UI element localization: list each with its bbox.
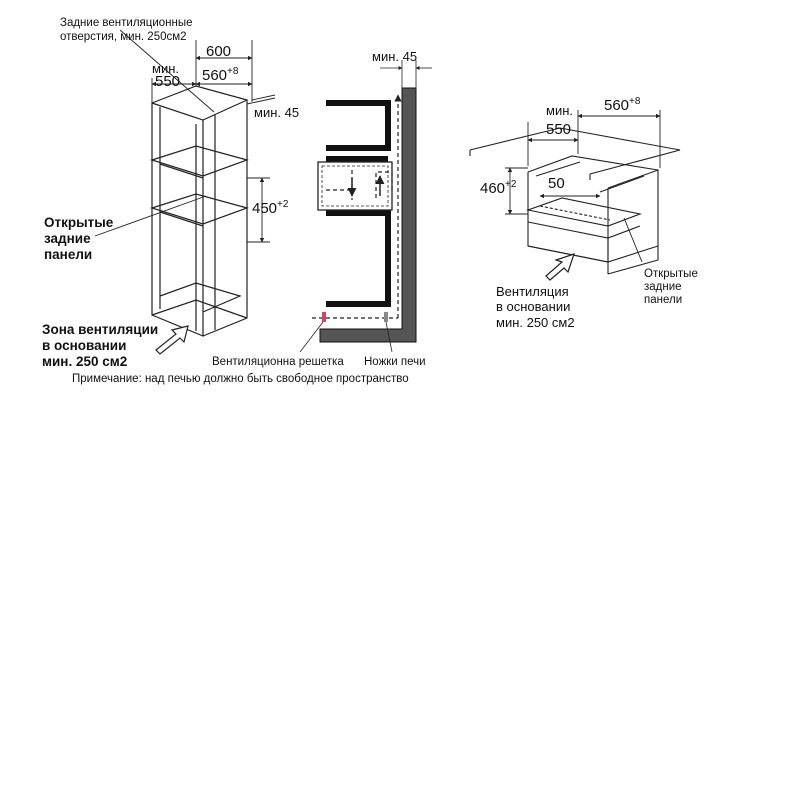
open-panels-label-right: Открытые задние панели (644, 268, 698, 307)
min45-middle: мин. 45 (372, 49, 418, 64)
dim-min-left: мин. (152, 61, 179, 76)
dim-550-left: 550 (155, 73, 181, 90)
base-vent-label-right: Вентиляция в основании мин. 250 см2 (496, 284, 575, 330)
dim-50: 50 (548, 175, 565, 192)
dim-min45-left: мин. 45 (254, 105, 300, 120)
rear-vents-label: Задние вентиляционные отверстия, мин. 25… (60, 17, 193, 43)
base-zone-label: Зона вентиляции в основании мин. 250 см2 (42, 322, 159, 369)
dim-450: 450+2 (252, 199, 289, 218)
dim-560-right: 560+8 (604, 96, 641, 115)
section-view (299, 60, 432, 353)
feet-label: Ножки печи (364, 356, 426, 368)
left-dimensions (94, 29, 276, 243)
dim-560-left: 560+8 (202, 66, 239, 85)
dim-min-right: мин. (546, 103, 573, 118)
base-vent-arrow-right (545, 253, 575, 281)
open-panels-label-left: Открытые задние панели (44, 215, 114, 262)
dim-550-right: 550 (546, 121, 572, 138)
grille-label: Вентиляционна решетка (212, 356, 344, 368)
base-vent-arrow-left (155, 325, 189, 355)
right-dimensions (505, 110, 661, 263)
dim-600: 600 (206, 43, 232, 60)
tall-cabinet (150, 85, 249, 337)
undercounter-cabinet (469, 127, 681, 275)
dim-460: 460+2 (480, 179, 517, 198)
note-label: Примечание: над печью должно быть свобод… (72, 373, 409, 385)
